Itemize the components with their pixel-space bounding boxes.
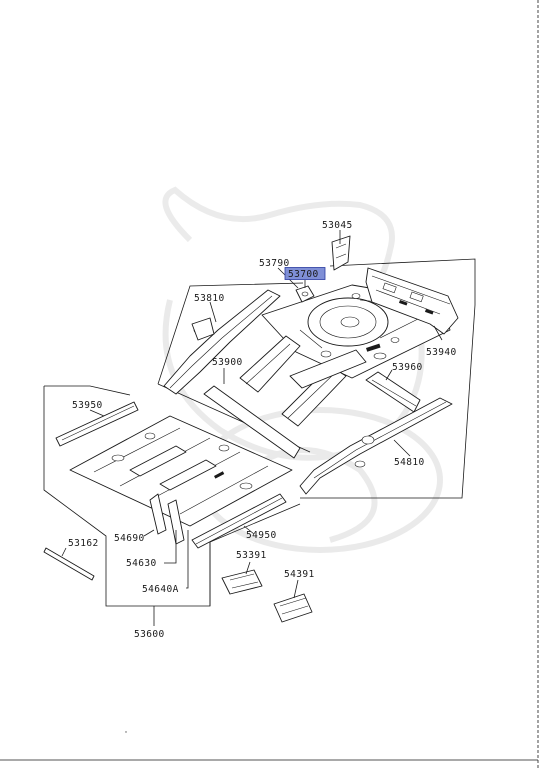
member-54690[interactable]: [149, 493, 167, 535]
side-member-53810[interactable]: [163, 289, 281, 395]
part-labels: 53045 53790 53700 53810 53900 53940 5396…: [68, 220, 457, 640]
bracket-53045[interactable]: [331, 235, 351, 271]
label-53700[interactable]: 53700: [288, 269, 319, 280]
label-54640a[interactable]: 54640A: [142, 584, 179, 595]
label-54391[interactable]: 54391: [284, 569, 315, 580]
label-54810[interactable]: 54810: [394, 457, 425, 468]
clip-53700[interactable]: [295, 285, 315, 303]
front-floor-pan[interactable]: [69, 415, 293, 527]
label-53960[interactable]: 53960: [392, 362, 423, 373]
label-53790[interactable]: 53790: [259, 258, 290, 269]
rear-side-member-54810[interactable]: [299, 397, 453, 495]
crossmember-53900[interactable]: [203, 335, 367, 459]
label-53950[interactable]: 53950: [72, 400, 103, 411]
sill-53950[interactable]: [55, 401, 139, 447]
selected-part-highlight[interactable]: 53700: [284, 267, 326, 281]
label-53391[interactable]: 53391: [236, 550, 267, 561]
label-54630[interactable]: 54630: [126, 558, 157, 569]
label-53600[interactable]: 53600: [134, 629, 165, 640]
bracket-54391[interactable]: [273, 593, 313, 623]
label-54690[interactable]: 54690: [114, 533, 145, 544]
bracket-53391[interactable]: [221, 569, 263, 595]
label-53940[interactable]: 53940: [426, 347, 457, 358]
rear-end-panel[interactable]: [365, 267, 459, 335]
scan-speck: [125, 731, 127, 733]
member-54630[interactable]: [167, 499, 185, 545]
side-member-53960[interactable]: [365, 371, 421, 413]
label-53162[interactable]: 53162: [68, 538, 99, 549]
label-54950[interactable]: 54950: [246, 530, 277, 541]
rod-53162[interactable]: [43, 547, 95, 581]
side-sill-54950[interactable]: [191, 493, 287, 549]
leader-lines: [61, 230, 443, 626]
label-53810[interactable]: 53810: [194, 293, 225, 304]
label-53045[interactable]: 53045: [322, 220, 353, 231]
label-53900[interactable]: 53900: [212, 357, 243, 368]
